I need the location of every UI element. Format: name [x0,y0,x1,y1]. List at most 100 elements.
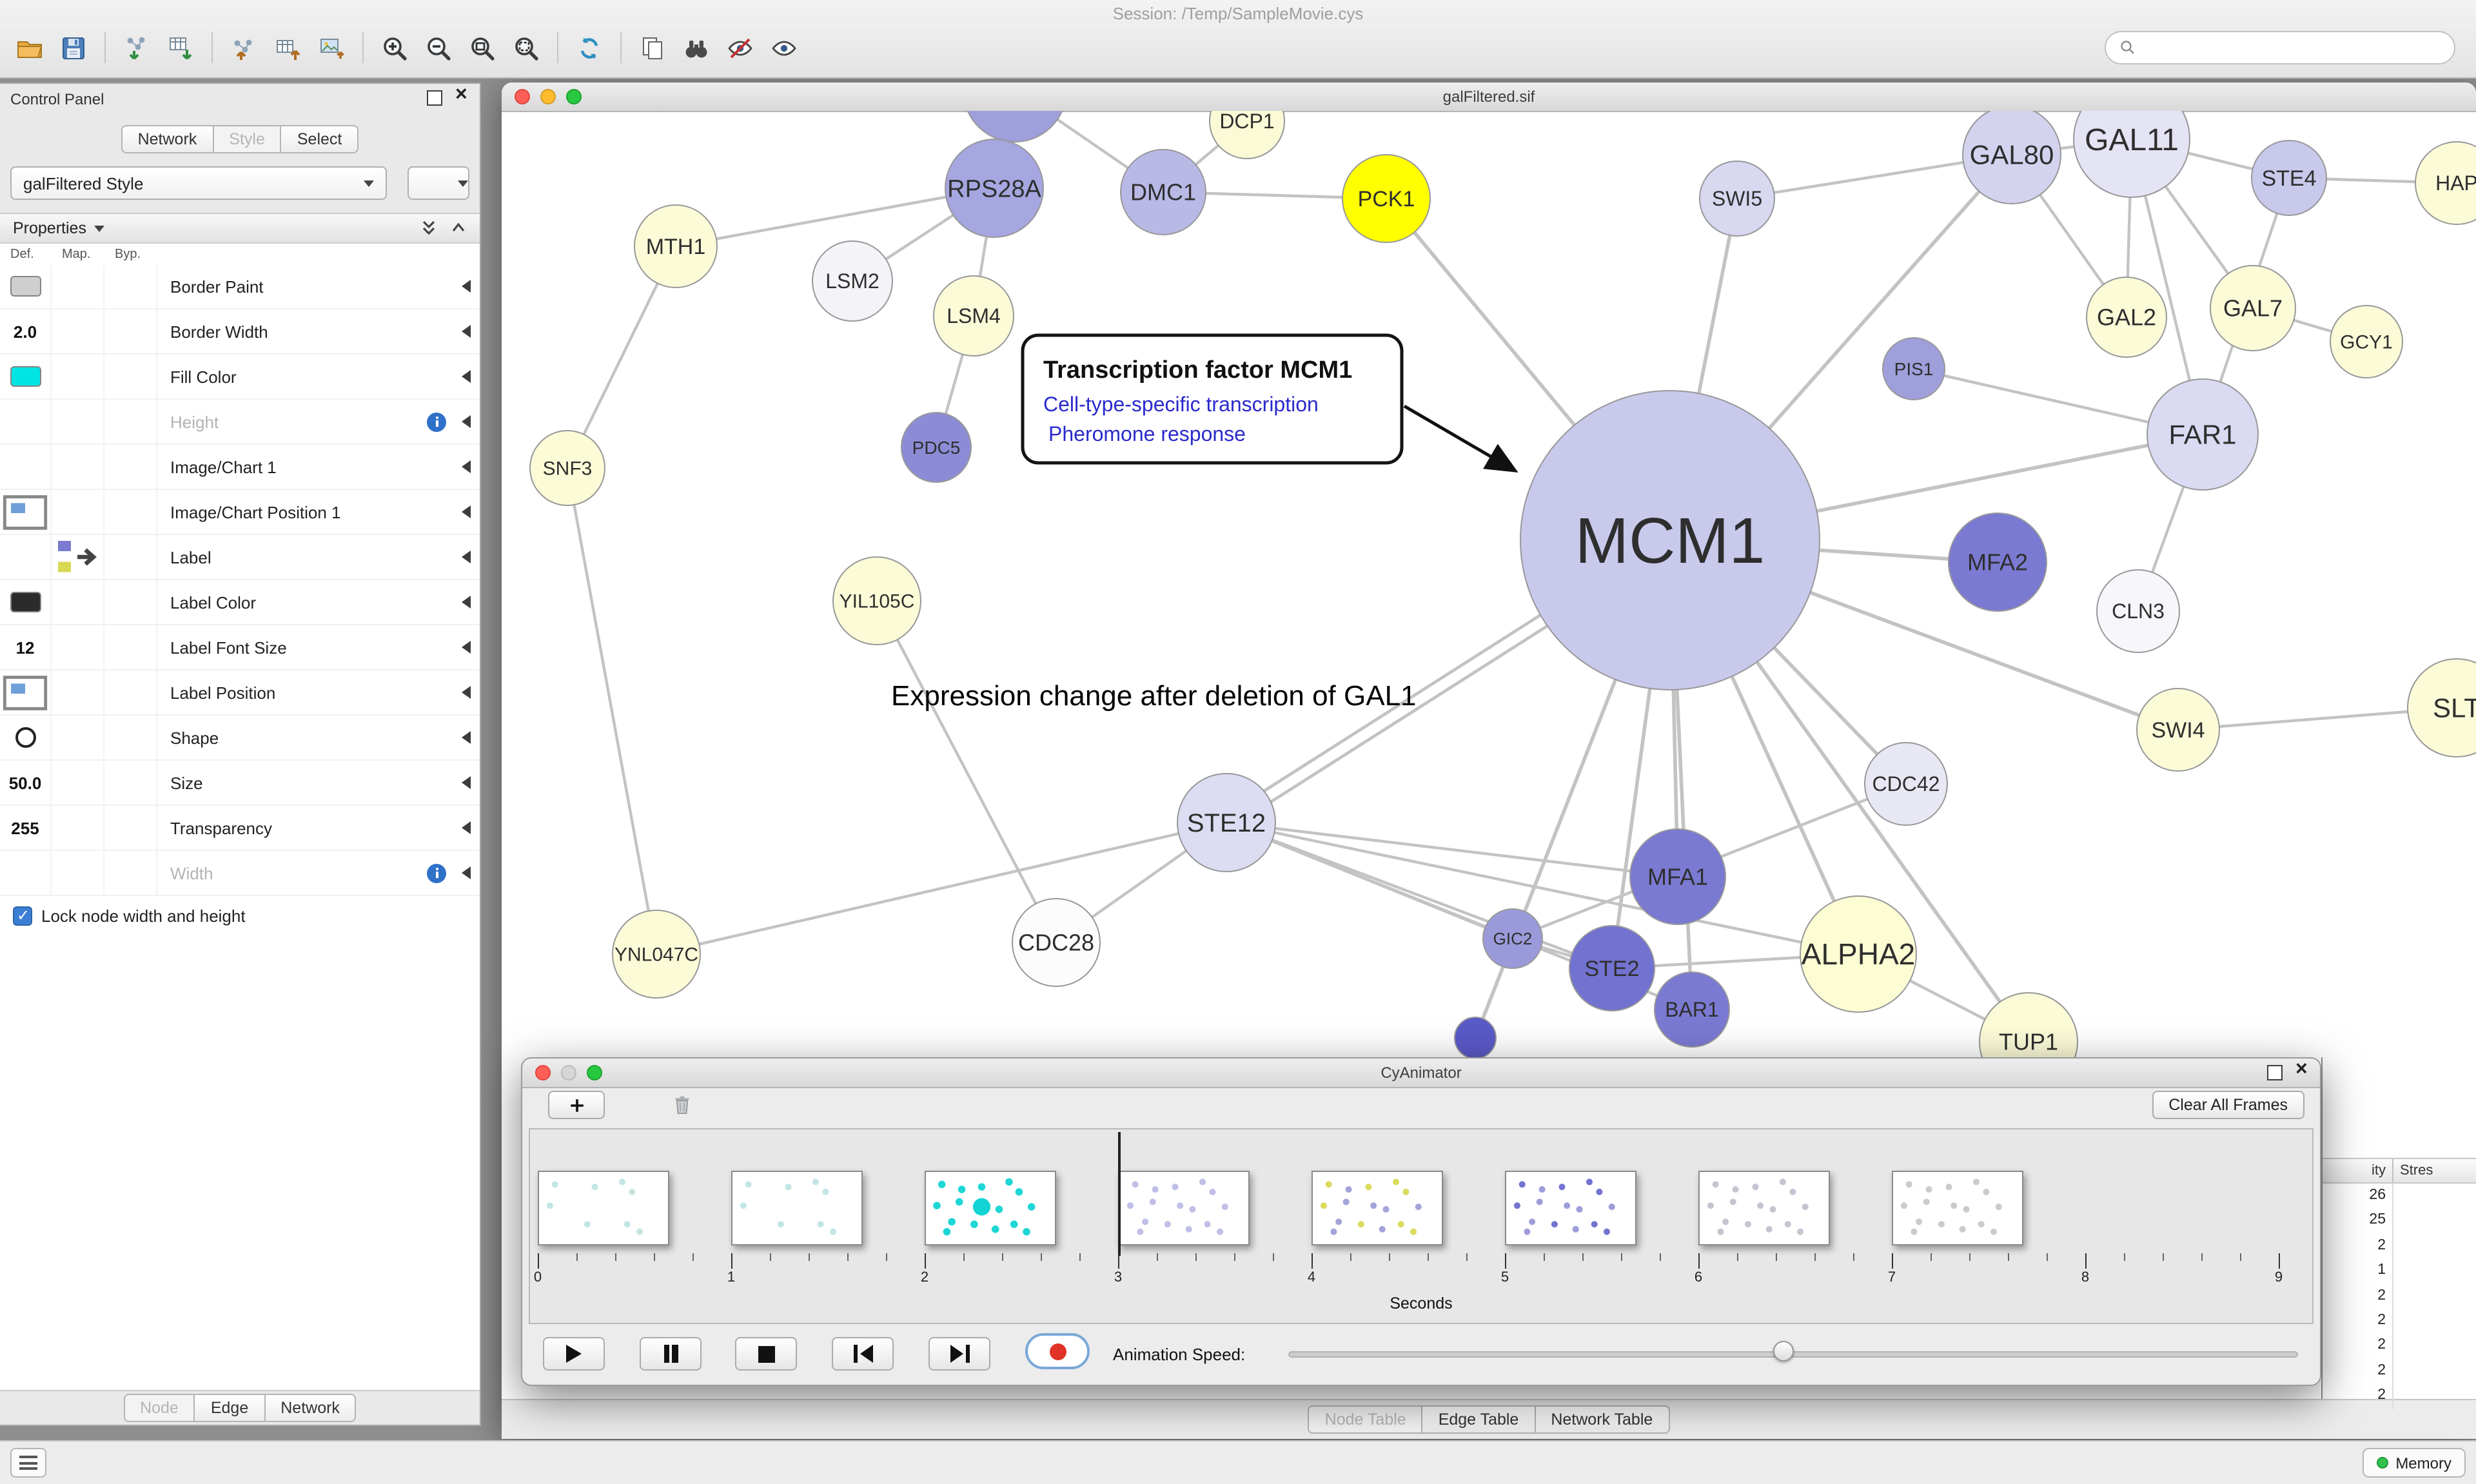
panel-tab-network[interactable]: Network [265,1394,357,1422]
expand-all-icon[interactable] [450,219,467,236]
expand-row-icon[interactable] [462,776,471,789]
table-row[interactable]: 26 [2323,1184,2476,1209]
minimize-window-icon[interactable] [540,89,556,104]
bypass-cell[interactable] [104,716,157,759]
node-RPS28A[interactable] [945,139,1044,238]
collapse-all-icon[interactable] [420,219,437,236]
default-cell[interactable]: 12 [0,625,52,669]
open-session-button[interactable] [8,27,52,68]
default-cell[interactable] [0,670,52,714]
table-row[interactable]: 2 [2323,1233,2476,1259]
default-value[interactable]: 2.0 [13,322,37,341]
prop-row-image-chart-position-1[interactable]: Image/Chart Position 1 [0,490,480,535]
network-window-titlebar[interactable]: galFiltered.sif [502,83,2476,112]
edge-YNL047C-STE12[interactable] [656,821,1227,956]
default-cell[interactable] [0,445,52,489]
edge-STE12-ALPHA2[interactable] [1226,821,1859,956]
node-GCY1[interactable] [2330,305,2403,378]
node-LSM2[interactable] [812,240,893,322]
save-session-button[interactable] [52,27,95,68]
zoom-window-icon[interactable] [566,89,582,104]
mapping-cell[interactable] [52,400,104,444]
delete-frame-button[interactable] [654,1091,711,1119]
node-STE2[interactable] [1569,925,1655,1011]
bypass-cell[interactable] [104,445,157,489]
minimize-window-icon[interactable] [561,1065,576,1080]
network-canvas[interactable]: RPS28BRPS28ADMC1DCP1PCK1SWI5GAL80GAL11ST… [502,83,2476,1435]
tab-select[interactable]: Select [281,125,359,153]
mapping-cell[interactable] [52,625,104,669]
node-PCK1[interactable] [1342,154,1431,243]
bypass-cell[interactable] [104,264,157,308]
node-STE12[interactable] [1177,773,1276,872]
close-window-icon[interactable] [535,1065,551,1080]
bypass-cell[interactable] [104,355,157,398]
expand-row-icon[interactable] [462,460,471,473]
default-cell[interactable]: 255 [0,806,52,850]
panel-tab-node[interactable]: Node [123,1394,195,1422]
node-FAR1[interactable] [2147,378,2259,491]
prop-row-height[interactable]: Height [0,400,480,445]
zoom-out-button[interactable] [417,27,460,68]
first-neighbors-button[interactable] [674,27,718,68]
frame-thumbnail-4[interactable] [1312,1171,1443,1245]
panel-menu-button[interactable] [10,1448,46,1478]
edge-STE12-MFA1[interactable] [1226,821,1678,879]
record-button[interactable] [1025,1333,1090,1369]
default-cell[interactable]: 50.0 [0,761,52,805]
node-YNL047C[interactable] [612,910,701,999]
node-MFA1[interactable] [1629,828,1726,925]
annotation-button[interactable] [631,27,674,68]
default-value[interactable]: 50.0 [8,773,42,792]
table-tab-node-table[interactable]: Node Table [1308,1405,1423,1434]
annotation-box[interactable]: Transcription factor MCM1Cell-type-speci… [1021,333,1518,473]
bypass-cell[interactable] [104,851,157,895]
mapping-cell[interactable] [52,580,104,624]
search-box[interactable] [2105,31,2455,64]
annotation-link[interactable]: Pheromone response [1048,422,1246,445]
properties-header[interactable]: Properties [0,214,480,244]
prop-row-label[interactable]: Label [0,535,480,580]
float-panel-icon[interactable] [427,90,442,106]
prop-row-label-color[interactable]: Label Color [0,580,480,625]
expand-row-icon[interactable] [462,280,471,293]
cyanimator-titlebar[interactable]: CyAnimator [522,1059,2320,1088]
expand-row-icon[interactable] [462,686,471,699]
prop-row-image-chart-1[interactable]: Image/Chart 1 [0,445,480,490]
export-image-button[interactable] [310,27,353,68]
ellipse-icon[interactable] [15,727,35,748]
edge-YIL105C-CDC28[interactable] [876,600,1057,944]
expand-row-icon[interactable] [462,325,471,338]
hide-selected-button[interactable] [718,27,762,68]
node-N1[interactable] [1454,1017,1497,1059]
zoom-in-button[interactable] [373,27,417,68]
default-cell[interactable] [0,716,52,759]
bypass-cell[interactable] [104,625,157,669]
node-MCM1[interactable] [1520,390,1820,690]
expand-row-icon[interactable] [462,551,471,563]
frame-thumbnail-3[interactable] [1118,1171,1250,1245]
style-dropdown[interactable]: galFiltered Style [10,166,387,200]
refresh-button[interactable] [567,27,611,68]
go-to-end-button[interactable] [928,1337,990,1371]
close-window-icon[interactable] [515,89,530,104]
frame-thumbnail-7[interactable] [1892,1171,2023,1245]
table-row[interactable]: 2 [2323,1284,2476,1309]
float-panel-icon[interactable] [2267,1065,2283,1080]
prop-row-width[interactable]: Width [0,851,480,896]
zoom-selected-button[interactable] [504,27,548,68]
bypass-cell[interactable] [104,309,157,353]
frame-thumbnail-5[interactable] [1505,1171,1636,1245]
default-cell[interactable] [0,400,52,444]
node-GIC2[interactable] [1482,908,1543,969]
info-icon[interactable] [427,412,446,431]
default-value[interactable]: 12 [15,638,35,657]
node-GAL2[interactable] [2086,277,2167,358]
close-panel-icon[interactable] [2294,1060,2310,1080]
bypass-cell[interactable] [104,490,157,534]
bypass-cell[interactable] [104,400,157,444]
node-CDC42[interactable] [1864,742,1948,826]
search-input[interactable] [2145,37,2441,59]
default-cell[interactable] [0,535,52,579]
